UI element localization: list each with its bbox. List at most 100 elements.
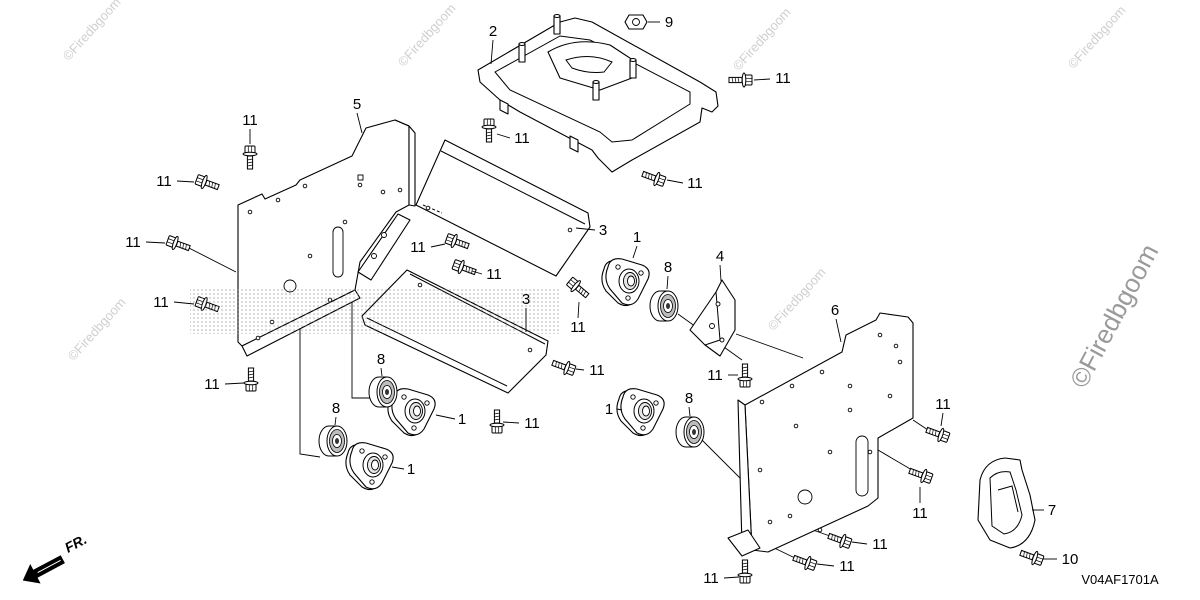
part-8-bearing: [318, 425, 348, 457]
callout-label: 1: [407, 461, 415, 478]
watermark-text: ©Firedbgoom: [765, 265, 829, 334]
leader-line: [496, 133, 511, 139]
callout-label: 11: [204, 376, 220, 393]
part-2-studs: [518, 13, 637, 101]
leader-line: [577, 301, 580, 319]
callout-label: 11: [570, 319, 586, 336]
part-11-bolt: [923, 422, 952, 445]
callout-label: 11: [687, 175, 703, 192]
callout-label: 8: [332, 400, 340, 417]
leader-line: [719, 264, 722, 282]
callout-label: 8: [685, 390, 693, 407]
leader-line: [502, 421, 520, 424]
callout-label: 9: [665, 14, 673, 31]
assembly-line: [186, 246, 237, 273]
part-1-bearing-holder: [616, 388, 665, 437]
part-11-bolt: [728, 72, 753, 88]
leader-line: [575, 227, 596, 231]
part-11-bolt: [481, 118, 497, 143]
part-8-bearing: [675, 416, 705, 448]
callout-label: 1: [605, 401, 613, 418]
leader-line: [224, 382, 245, 385]
part-1-bearing-holder: [345, 442, 394, 491]
part-11-bolt: [443, 231, 472, 254]
callout-label: 3: [599, 222, 607, 239]
callout-label: 11: [153, 294, 169, 311]
part-11-bolt: [790, 550, 819, 573]
part-11-bolt: [164, 233, 193, 256]
leader-line: [688, 406, 691, 417]
part-11-bolt: [564, 275, 593, 302]
assembly-line: [735, 333, 804, 359]
callout-label: 8: [377, 351, 385, 368]
front-arrow-icon: [22, 555, 65, 584]
part-11-bolt: [450, 257, 479, 280]
leader-line: [666, 275, 669, 290]
leader-line: [835, 318, 842, 343]
part-3-upper-plate: [415, 139, 591, 277]
watermark-text: ©Firedbgoom: [1065, 3, 1129, 72]
leader-line: [176, 180, 195, 183]
leader-line: [851, 541, 868, 545]
leader-line: [471, 270, 483, 275]
assembly-line: [877, 449, 913, 471]
leader-line: [380, 367, 383, 377]
callout-label: 11: [524, 415, 540, 432]
part-11-bolt: [489, 409, 505, 434]
callout-label: 10: [1062, 551, 1079, 568]
leader-line: [430, 243, 446, 248]
leader-line: [173, 301, 195, 305]
part-6-right-plate: [727, 312, 914, 557]
part-10-bolt: [1017, 545, 1046, 568]
part-11-bolt: [193, 172, 222, 195]
callout-label: 1: [633, 229, 641, 246]
callout-label: 11: [514, 130, 530, 147]
callout-label: 2: [489, 23, 497, 40]
leader-line: [334, 416, 337, 426]
callout-label: 8: [664, 259, 672, 276]
watermark-text: ©Firedbgoom: [60, 0, 124, 63]
leader-line: [356, 112, 363, 134]
leader-lines: [145, 21, 1057, 579]
callout-label: 11: [775, 70, 791, 87]
drawing-code: V04AF1701A: [1081, 572, 1159, 587]
leader-line: [753, 78, 771, 81]
leader-line: [616, 408, 623, 411]
part-11-bolt: [906, 463, 935, 486]
callout-label: 11: [872, 536, 888, 553]
part-11-bolt: [639, 166, 668, 189]
part-8-bearing: [368, 376, 398, 408]
watermark-text: ©Firedbgoom: [730, 5, 794, 74]
part-11-bolt: [243, 367, 259, 392]
watermark-dot-band: [190, 288, 560, 334]
part-11-bolt: [549, 355, 578, 378]
callout-label: 11: [703, 570, 719, 587]
watermark-text: ©Firedbgoom: [395, 1, 459, 70]
part-1-bearing-holder: [601, 258, 650, 307]
callout-label: 11: [707, 367, 723, 384]
callout-label: 7: [1048, 502, 1056, 519]
callout-label: 11: [242, 112, 258, 129]
leader-line: [391, 466, 405, 470]
callout-label: 11: [486, 266, 502, 283]
callout-label: 11: [125, 234, 141, 251]
assembly-line: [299, 312, 321, 458]
leader-line: [575, 368, 585, 371]
watermark-large-text: ©Firedbgoom: [1064, 239, 1165, 393]
part-7-cover: [977, 457, 1036, 549]
callout-label: 4: [716, 248, 724, 265]
part-4-bracket: [689, 279, 736, 357]
front-direction-label: FR.: [62, 531, 89, 556]
front-direction-indicator: FR.: [22, 531, 89, 584]
callout-label: 1: [458, 411, 466, 428]
leader-line: [435, 414, 456, 420]
callout-label: 11: [839, 558, 855, 575]
callout-label: 5: [353, 96, 361, 113]
callout-label: 11: [410, 239, 426, 256]
leader-line: [816, 563, 835, 567]
leader-line: [666, 179, 684, 184]
callout-label: 11: [912, 505, 928, 522]
part-11-bolt: [825, 528, 854, 551]
part-9-nut: [624, 14, 648, 30]
